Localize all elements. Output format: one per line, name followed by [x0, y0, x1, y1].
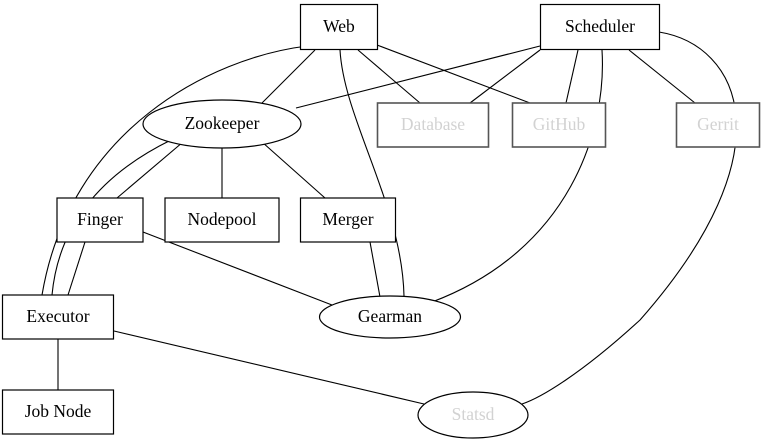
- node-jobnode[interactable]: Job Node: [1, 389, 115, 435]
- edge-web-database: [357, 49, 421, 104]
- node-shape-gearman[interactable]: [318, 295, 462, 339]
- node-label-scheduler: Scheduler: [565, 16, 635, 36]
- node-shape-database[interactable]: [376, 102, 490, 148]
- node-shape-statsd[interactable]: [417, 391, 529, 439]
- node-nodepool[interactable]: Nodepool: [164, 197, 280, 243]
- node-zookeeper[interactable]: Zookeeper: [142, 99, 302, 149]
- node-shape-scheduler[interactable]: [539, 3, 661, 51]
- node-label-web: Web: [323, 16, 355, 36]
- edge-scheduler-database: [469, 49, 541, 104]
- node-shape-gerrit[interactable]: [675, 102, 761, 148]
- node-label-executor: Executor: [26, 306, 89, 326]
- node-label-jobnode: Job Node: [25, 401, 92, 421]
- node-database[interactable]: Database: [376, 102, 490, 148]
- node-shape-merger[interactable]: [299, 197, 397, 243]
- edge-executor-statsd: [113, 330, 425, 405]
- edge-web-executor: [41, 45, 308, 296]
- node-label-github: GitHub: [533, 114, 586, 134]
- node-label-gerrit: Gerrit: [697, 114, 739, 134]
- edge-web-zookeeper: [261, 49, 316, 104]
- node-shape-jobnode[interactable]: [1, 389, 115, 435]
- node-shape-github[interactable]: [511, 102, 607, 148]
- node-statsd[interactable]: Statsd: [417, 391, 529, 439]
- edge-zookeeper-scheduler: [295, 45, 541, 109]
- node-finger[interactable]: Finger: [56, 197, 144, 243]
- edge-zookeeper-executor: [51, 139, 172, 296]
- node-web[interactable]: Web: [299, 3, 379, 51]
- edge-scheduler-gearman: [431, 49, 603, 303]
- edge-finger-executor: [67, 241, 86, 296]
- node-label-nodepool: Nodepool: [187, 209, 256, 229]
- node-label-merger: Merger: [322, 209, 373, 229]
- edge-scheduler-gerrit: [628, 49, 696, 104]
- node-label-database: Database: [401, 114, 465, 134]
- node-executor[interactable]: Executor: [1, 294, 115, 340]
- edge-layer: [41, 31, 738, 405]
- edge-zookeeper-merger: [261, 141, 326, 199]
- node-shape-web[interactable]: [299, 3, 379, 51]
- node-label-gearman: Gearman: [358, 306, 422, 326]
- edge-finger-gearman: [142, 231, 333, 306]
- node-shape-zookeeper[interactable]: [142, 99, 302, 149]
- node-label-statsd: Statsd: [452, 404, 495, 424]
- node-label-zookeeper: Zookeeper: [185, 113, 260, 133]
- edge-web-gearman: [339, 49, 405, 297]
- node-github[interactable]: GitHub: [511, 102, 607, 148]
- node-label-finger: Finger: [77, 209, 123, 229]
- node-shape-nodepool[interactable]: [164, 197, 280, 243]
- node-shape-executor[interactable]: [1, 294, 115, 340]
- edge-scheduler-github: [565, 49, 579, 104]
- edge-web-github: [376, 44, 531, 104]
- node-gerrit[interactable]: Gerrit: [675, 102, 761, 148]
- node-shape-finger[interactable]: [56, 197, 144, 243]
- node-scheduler[interactable]: Scheduler: [539, 3, 661, 51]
- node-merger[interactable]: Merger: [299, 197, 397, 243]
- node-gearman[interactable]: Gearman: [318, 295, 462, 339]
- edge-merger-gearman: [369, 241, 381, 298]
- edge-zookeeper-finger: [116, 141, 184, 199]
- edge-scheduler-statsd: [521, 31, 738, 405]
